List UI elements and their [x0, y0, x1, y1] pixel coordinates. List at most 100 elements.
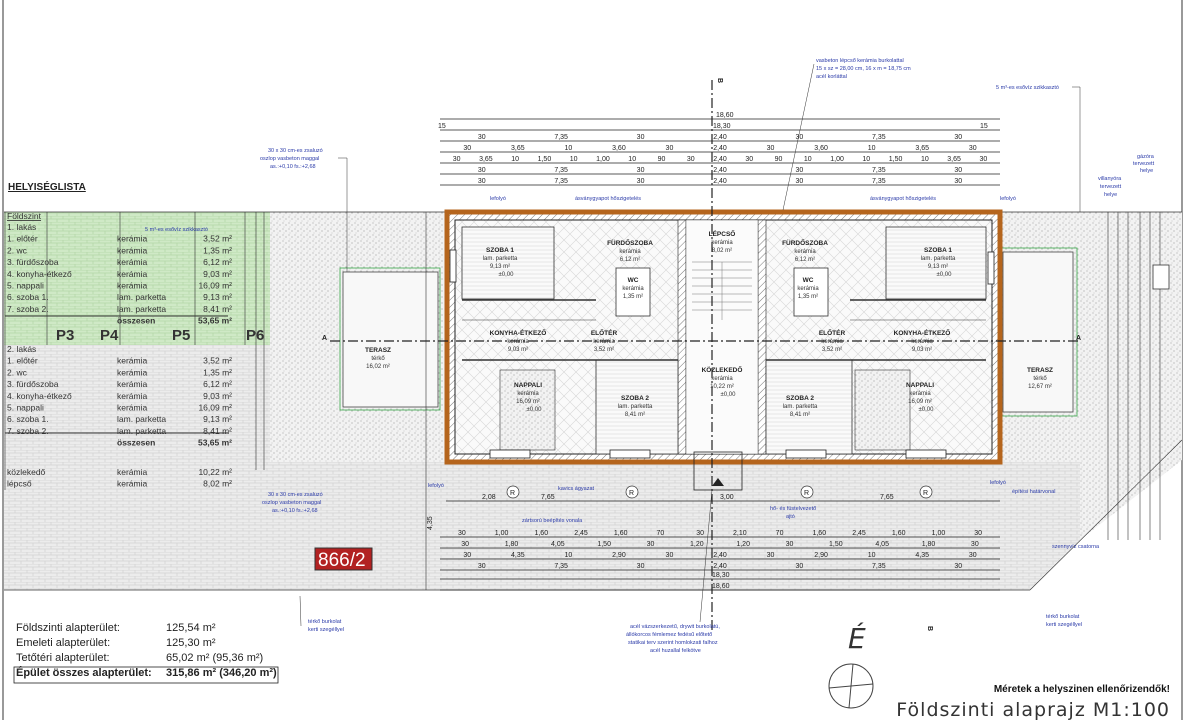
dimension-value: 7,35	[554, 178, 568, 185]
room-list-material: kerámia	[117, 367, 148, 377]
room-list-material: kerámia	[117, 257, 148, 267]
room-list-name: 5. nappali	[7, 403, 44, 413]
paving-right-1: térkő burkolat	[1046, 614, 1080, 620]
parking-label: P3	[56, 327, 74, 344]
apartment-label: 2. lakás	[7, 344, 36, 354]
room-list-material: kerámia	[117, 269, 148, 279]
building-line-note: építési határvonal	[1012, 489, 1055, 495]
dimension-value: 1,50	[538, 156, 552, 163]
column-note-top-1: 30 x 30 cm-es zsaluzó	[268, 148, 323, 154]
dimension-value: 3,00	[720, 494, 734, 501]
room-list-name: 3. fürdőszoba	[7, 379, 59, 389]
room-area: 16,02 m²	[366, 364, 390, 370]
room-list-material: kerámia	[117, 234, 148, 244]
dimension-value: 1,60	[812, 530, 826, 537]
dimension-value: 30	[796, 563, 804, 570]
room-name: NAPPALI	[906, 382, 934, 389]
heat-barrier-note-1: hő- és füstelvezető	[770, 506, 816, 512]
canopy-note-3: statikai terv szerint homlokzati falhoz	[628, 640, 718, 646]
room-material: kerámia	[911, 339, 933, 345]
room-list-name: 5. nappali	[7, 281, 44, 291]
downpipe-bottom-left: lefolyó	[428, 483, 444, 489]
dimension-value: 10	[511, 156, 519, 163]
dimension-value: 1,50	[829, 541, 843, 548]
dimension-value: 4,35	[511, 552, 525, 559]
room-area: 1,35 m²	[623, 294, 643, 300]
dimension-value: 1,50	[597, 541, 611, 548]
insulation-right: ásványgyapot hőszigetelés	[870, 196, 936, 202]
room-list-area: 3,52 m²	[203, 234, 232, 244]
paving-left-1: térkő burkolat	[308, 619, 342, 625]
dimension-value: 3,65	[915, 145, 929, 152]
room-list-name: 6. szoba 1.	[7, 414, 49, 424]
north-arrow-icon	[828, 663, 874, 709]
revision-mark: R	[923, 490, 928, 497]
room-list-name: közlekedő	[7, 467, 46, 477]
canopy-note-1: acél vázszerkezetű, drywit burkolatú,	[630, 624, 720, 630]
dimension-value: 70	[776, 530, 784, 537]
parking-label: P5	[172, 327, 190, 344]
plot-number-box	[314, 547, 373, 571]
gas-meter-2: tervezett	[1133, 161, 1155, 167]
total-area: 53,65 m²	[198, 316, 232, 326]
dim-side-left: 4,35	[427, 516, 434, 530]
room-list-material: lam. parketta	[117, 426, 166, 436]
annotations: vasbeton lépcső kerámia burkolattal 15 x…	[260, 58, 1155, 654]
room-list-material: kerámia	[117, 479, 148, 489]
dimension-value: 30	[767, 145, 775, 152]
room-list-name: 4. konyha-étkező	[7, 269, 72, 279]
gravel-note: kavics ágyazat	[558, 486, 595, 492]
dimension-value: 30	[478, 178, 486, 185]
room-list-grid	[4, 212, 246, 490]
paving-left-2: kerti szegéllyel	[308, 627, 344, 633]
room-list-name: 6. szoba 1.	[7, 292, 49, 302]
sewer-note: szennyvíz csatorna	[1052, 544, 1100, 550]
room-list-material: kerámia	[117, 379, 148, 389]
room-name: KÖZLEKEDŐ	[702, 365, 743, 374]
terrace-right	[1002, 251, 1074, 413]
heat-barrier-note-2: ajtó	[786, 514, 795, 520]
room-area: 9,13 m²	[928, 264, 948, 270]
terrace-left	[342, 271, 439, 408]
dimension-value: 2,90	[612, 552, 626, 559]
room-level: ±0,00	[527, 407, 543, 413]
dimension-value: 4,35	[915, 552, 929, 559]
dimension-value: 2,45	[574, 530, 588, 537]
dimension-value: 30	[637, 134, 645, 141]
dimension-value: 2,90	[814, 552, 828, 559]
dimension-value: 30	[971, 541, 979, 548]
room-material: lam. parketta	[921, 256, 956, 262]
total-area: 53,65 m²	[198, 438, 232, 448]
room-material: térkő	[1033, 376, 1047, 382]
room-name: WC	[803, 277, 814, 284]
section-label-a-left: A	[322, 335, 327, 342]
room-list-area: 16,09 m²	[198, 281, 232, 291]
dimension-value: 30	[954, 178, 962, 185]
dimension-value: 1,00	[830, 156, 844, 163]
room-area: 12,67 m²	[1028, 384, 1052, 390]
room-area: 6,12 m²	[795, 257, 815, 263]
room-list-area: 3,52 m²	[203, 356, 232, 366]
column-note-bottom-3: as.:+0,10 fs.:+2,68	[272, 508, 318, 514]
room-name: FÜRDŐSZOBA	[607, 238, 653, 247]
room-list-area: 9,13 m²	[203, 414, 232, 424]
room-list-name: 1. előtér	[7, 234, 38, 244]
dimension-value: 2,40	[713, 134, 727, 141]
dimension-value: 30	[478, 134, 486, 141]
dimension-value: 4,05	[551, 541, 565, 548]
area-summary-value: 315,86 m² (346,20 m²)	[166, 667, 277, 679]
room-name: KONYHA-ÉTKEZŐ	[490, 328, 547, 337]
room-area: 16,09 m²	[908, 399, 932, 405]
room-name: SZOBA 1	[924, 247, 952, 254]
room-list-name: lépcső	[7, 479, 32, 489]
dimension-value: 10	[570, 156, 578, 163]
room-name: ELŐTÉR	[819, 328, 846, 337]
room-level: ±0,00	[721, 392, 737, 398]
dimension-value: 7,35	[554, 563, 568, 570]
room-name: TERASZ	[1027, 367, 1053, 374]
dimension-value: 7,35	[554, 167, 568, 174]
room-list-area: 1,35 m²	[203, 367, 232, 377]
room-list-area: 10,22 m²	[198, 467, 232, 477]
